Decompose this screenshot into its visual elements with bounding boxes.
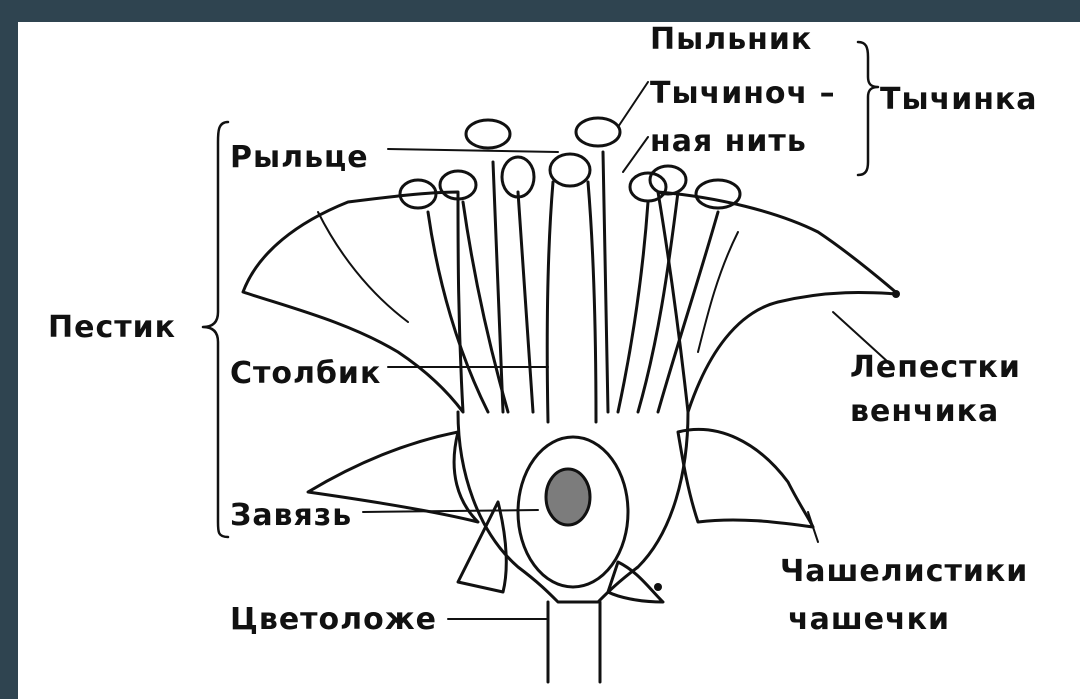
- label-pestik: Пестик: [48, 312, 176, 344]
- style: [547, 182, 596, 422]
- label-stolbik: Столбик: [230, 358, 381, 390]
- label-rylce: Рыльце: [230, 142, 369, 174]
- diagram-panel: Пыльник Тычиноч – ная нить Тычинка Рыльц…: [18, 22, 1080, 699]
- label-tychinochnaya-2: ная нить: [650, 126, 807, 158]
- leader-pylnik: [618, 82, 648, 127]
- right-sepal: [678, 429, 813, 527]
- label-zavyaz: Завязь: [230, 500, 352, 532]
- leader-nit: [623, 137, 648, 172]
- label-lepestki-1: Лепестки: [850, 352, 1021, 384]
- leader-rylce: [388, 149, 558, 152]
- label-cvetolozhe: Цветоложе: [230, 604, 437, 636]
- pedicel: [548, 602, 600, 682]
- label-pylnik: Пыльник: [650, 24, 812, 56]
- brace-tychinka: [858, 42, 878, 175]
- ovule: [546, 469, 590, 525]
- label-lepestki-2: венчика: [850, 396, 999, 428]
- label-tychinka: Тычинка: [880, 84, 1038, 116]
- stigma: [550, 154, 590, 186]
- anther: [466, 120, 510, 148]
- label-tychinochnaya-1: Тычиноч –: [650, 78, 836, 110]
- label-chashelistiki-2: чашечки: [788, 604, 950, 636]
- leader-zavyaz: [363, 510, 538, 512]
- left-petal-inner: [318, 212, 408, 322]
- brace-pestik: [203, 122, 228, 537]
- label-chashelistiki-1: Чашелистики: [780, 556, 1028, 588]
- right-petal-inner: [698, 232, 738, 352]
